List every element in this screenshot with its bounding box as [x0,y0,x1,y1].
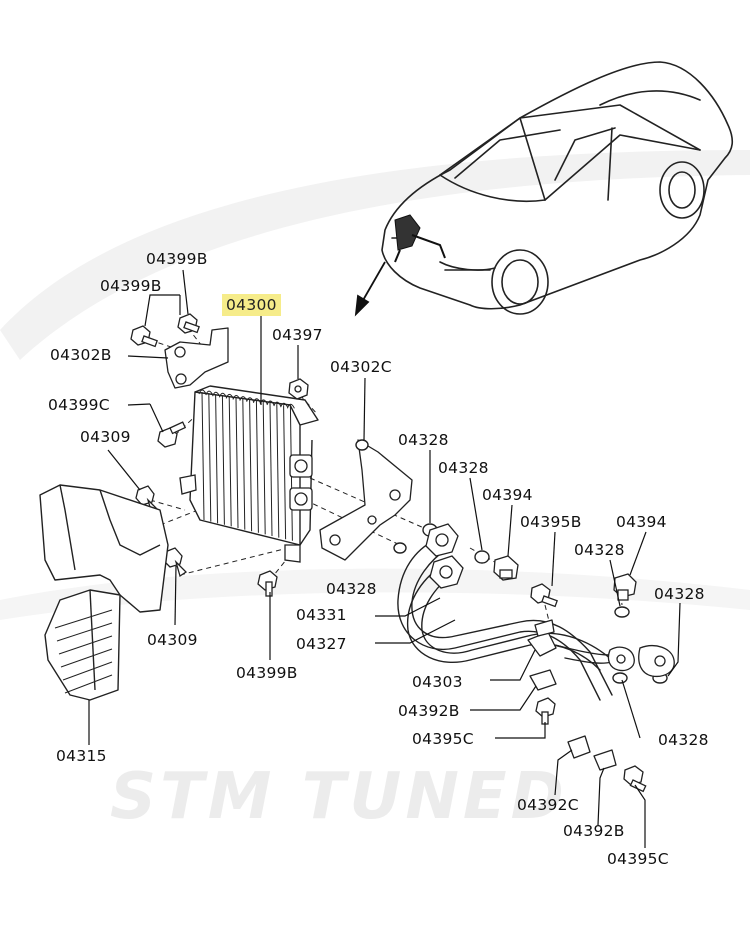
shield-ribs [54,609,113,694]
shield-rib [62,661,113,681]
callout-04328-b: 04328 [438,459,489,477]
callout-04399b-top: 04399B [146,250,208,268]
callout-04302c: 04302C [330,358,392,376]
callout-04392c: 04392C [517,796,579,814]
callout-04399b-left: 04399B [100,277,162,295]
callout-04328-e: 04328 [654,585,705,603]
bracket-04302c [319,439,413,561]
callout-04309-lower: 04309 [147,631,198,649]
cooler-fin [269,402,273,537]
callout-04394-right: 04394 [616,513,667,531]
cooler-fin-cap [286,403,295,409]
cooler-fin-cap [266,400,275,406]
fasteners [130,313,647,793]
shield-rib [56,622,113,642]
callout-04328-d: 04328 [326,580,377,598]
location-marker [394,214,446,263]
cooler-fin-cap [212,391,221,397]
cooler-fin [215,394,219,524]
background-swoosh-lower [0,568,750,620]
shield-rib [60,648,113,668]
cooler-fin-cap [198,389,207,395]
callout-04309-upper: 04309 [80,428,131,446]
cooler-fin [249,399,253,532]
car-outline [381,61,734,315]
cooler-fin [208,393,212,522]
cooler-fin [276,404,280,538]
callout-04328-f: 04328 [658,731,709,749]
cooler-fin [242,398,246,530]
callout-04328-c: 04328 [574,541,625,559]
hose-fittings [425,523,675,678]
cooler-fin [201,391,205,521]
leader-lines [88,269,681,848]
shield-rib [54,609,113,629]
callout-04315: 04315 [56,747,107,765]
callout-04392b-mid: 04392B [398,702,460,720]
cooler-fin [262,401,266,535]
callout-04399c: 04399C [48,396,110,414]
callout-04397: 04397 [272,326,323,344]
callout-04328-a: 04328 [398,431,449,449]
oil-hoses [397,539,626,701]
cooler-fin-cap [205,390,214,396]
cooler-fin-cap [239,396,248,401]
cooler-fin-cap [225,393,234,399]
callout-04302b: 04302B [50,346,112,364]
callout-04331: 04331 [296,606,347,624]
cooler-fin-cap [280,402,289,408]
cooler-fin-cap [252,398,261,404]
watermark: STM TUNED [110,760,568,834]
background-swoosh [0,150,750,360]
cooler-fin [221,395,225,525]
shield-rib [58,635,113,655]
cooler-fin [235,397,239,529]
splash-shield [39,484,169,701]
cooler-fittings [179,454,313,563]
callout-04392b-bottom: 04392B [563,822,625,840]
washers [355,439,668,684]
callout-04395c-bottom: 04395C [607,850,669,868]
cooler-fin [255,400,259,533]
cooler-fin [283,405,287,540]
callout-04303: 04303 [412,673,463,691]
callout-04399b-lower: 04399B [236,664,298,682]
cooler-fin-cap [218,392,227,398]
callout-04395c-mid: 04395C [412,730,474,748]
bracket-04302b [164,327,229,389]
location-arrow [354,261,386,317]
callout-04300-highlighted: 04300 [222,294,281,316]
cooler-fin-cap [273,401,282,407]
hose-clamps [527,619,617,771]
cooler-fin [228,396,232,527]
cooler-fin-cap [246,397,255,402]
callout-04327: 04327 [296,635,347,653]
callout-04394-mid: 04394 [482,486,533,504]
callout-04395b: 04395B [520,513,582,531]
cooler-fin-cap [232,395,241,400]
shield-rib [64,674,113,694]
